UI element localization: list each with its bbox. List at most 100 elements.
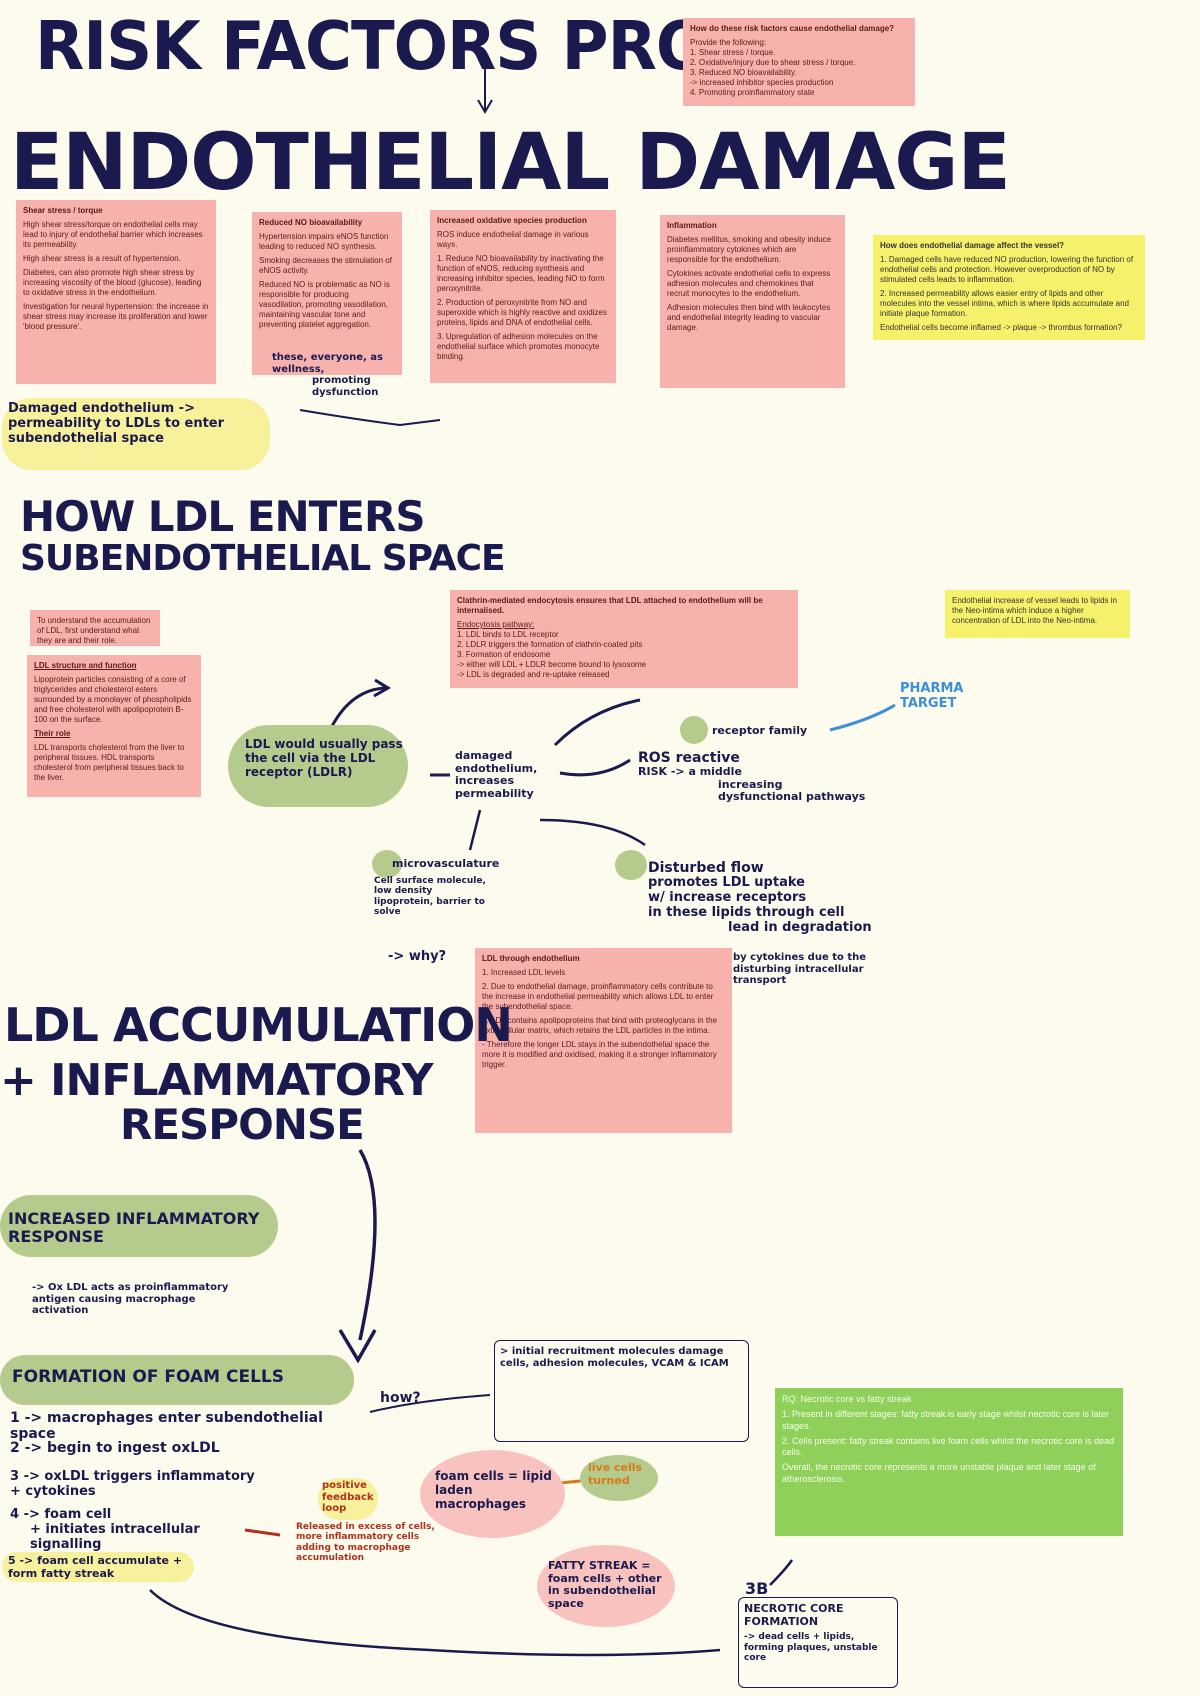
hand-oxldl: -> Ox LDL acts as proinflammatory antige… [32, 1282, 229, 1316]
note-no-bioavailability: Reduced NO bioavailability Hypertension … [252, 212, 402, 375]
note-paragraph: To understand the accumulation of LDL, f… [37, 616, 151, 645]
hand-how: how? [380, 1390, 421, 1406]
note-paragraph: Smoking decreases the stimulation of eNO… [259, 256, 392, 275]
highlight-damaged [2, 398, 270, 470]
note-paragraph: Diabetes, can also promote high shear st… [23, 268, 202, 297]
note-paragraph: Adhesion molecules then bind with leukoc… [667, 303, 831, 332]
note-endothelial-damage-effect: How does endothelial damage affect the v… [873, 235, 1145, 340]
note-risk-line: 2. Oxidative/injury due to shear stress … [690, 58, 856, 67]
section-response: RESPONSE [120, 1100, 365, 1149]
note-heading: Their role [34, 729, 71, 738]
hand-red-text: Released in excess of cells, more inflam… [296, 1522, 435, 1564]
section-subendothelial: SUBENDOTHELIAL SPACE [20, 538, 506, 579]
hand-ros-reactive: ROS reactive RISK -> a middle increasing… [638, 750, 868, 804]
hand-disturbed-cytokines: by cytokines due to the disturbing intra… [733, 952, 867, 986]
hand-step4: 4 -> foam cell + initiates intracellular… [10, 1507, 240, 1553]
note-heading: Inflammation [667, 221, 717, 230]
note-necrotic-vs-fatty: RQ: Necrotic core vs fatty streak 1. Pre… [775, 1388, 1123, 1536]
hand-rose-tag: these, everyone, as wellness, promoting … [272, 352, 422, 398]
note-paragraph: Overall, the necrotic core represents a … [782, 1462, 1096, 1484]
hand-receptor-family: receptor family [712, 724, 808, 737]
note-heading: Increased oxidative species production [437, 216, 587, 225]
note-heading: Shear stress / torque [23, 206, 103, 215]
note-heading: LDL structure and function [34, 661, 137, 670]
dot-receptor [680, 716, 708, 744]
box-initial-recruitment: > initial recruitment molecules damage c… [494, 1340, 749, 1442]
hand-text: ROS reactive [638, 750, 740, 766]
hand-step2: 2 -> begin to ingest oxLDL [10, 1440, 220, 1456]
note-risk-line: Provide the following: [690, 38, 767, 47]
section-ldl-accumulation: LDL ACCUMULATION [4, 998, 513, 1052]
note-paragraph: 2. Increased permeability allows easier … [880, 289, 1130, 318]
hand-text: w/ increase receptors [648, 890, 807, 906]
box-necrotic-core: NECROTIC CORE FORMATION -> dead cells + … [738, 1597, 898, 1688]
note-ldl-accumulation: To understand the accumulation of LDL, f… [30, 610, 160, 646]
note-paragraph: 1. Reduce NO bioavailability by inactiva… [437, 254, 605, 293]
hand-text: these, everyone, as wellness, [272, 352, 383, 375]
note-heading: LDL through endothelium [482, 954, 580, 963]
note-oxidative-species: Increased oxidative species production R… [430, 210, 616, 383]
hand-foam-cells-oval: foam cells = lipid laden macrophages [435, 1469, 552, 1511]
hand-positive-feedback: positive feedback loop [322, 1480, 374, 1514]
note-line: -> LDL is degraded and re-uptake release… [457, 670, 610, 679]
note-heading: Reduced NO bioavailability [259, 218, 363, 227]
note-line: -> either will LDL + LDLR become bound t… [457, 660, 647, 669]
note-risk-line: 4. Promoting proinflammatory state [690, 88, 815, 97]
note-risk-question: How do these risk factors cause endothel… [683, 18, 915, 106]
note-paragraph: 1. Present in different stages: fatty st… [782, 1409, 1109, 1431]
note-paragraph: - Therefore the longer LDL stays in the … [482, 1040, 717, 1069]
note-paragraph: Investigation for neural hypertension: t… [23, 302, 209, 331]
hand-ldl-receptor: LDL would usually pass the cell via the … [245, 737, 403, 779]
note-paragraph: Diabetes mellitus, smoking and obesity i… [667, 235, 832, 264]
hand-box-text: > initial recruitment molecules damage c… [500, 1346, 729, 1369]
note-heading: How does endothelial damage affect the v… [880, 241, 1065, 250]
note-shear-stress: Shear stress / torque High shear stress/… [16, 200, 216, 384]
hand-step1: 1 -> macrophages enter subendothelial sp… [10, 1410, 323, 1443]
note-paragraph: 2. Cells present: fatty streak contains … [782, 1435, 1115, 1457]
note-line: 1. Increased LDL levels [482, 968, 566, 977]
bubble-foam-cells [0, 1355, 354, 1405]
dot-disturbed-flow [615, 850, 647, 880]
note-paragraph: Reduced NO is problematic as NO is respo… [259, 280, 390, 329]
highlight-step5 [2, 1552, 194, 1582]
note-paragraph: High shear stress is a result of hyperte… [23, 254, 181, 263]
hand-disturbed-flow: Disturbed flow promotes LDL uptake w/ in… [648, 860, 888, 936]
hand-damaged-label: Damaged endothelium -> permeability to L… [8, 401, 225, 446]
note-paragraph: Endothelial increase of vessel leads to … [952, 596, 1117, 625]
note-line: 1. LDL binds to LDL receptor [457, 630, 559, 639]
note-inflammation: Inflammation Diabetes mellitus, smoking … [660, 215, 845, 388]
hand-increased-inflammatory: INCREASED INFLAMMATORY RESPONSE [8, 1209, 260, 1247]
hand-text: increasing dysfunctional pathways [718, 777, 866, 804]
hand-pharma-target: PHARMA TARGET [900, 681, 964, 711]
hand-text: Disturbed flow [648, 860, 764, 876]
note-paragraph: 3. LDL contains apolipoproteins that bin… [482, 1016, 717, 1035]
note-ldl-through-endothelium: LDL through endothelium 1. Increased LDL… [475, 948, 732, 1133]
note-heading: Clathrin-mediated endocytosis ensures th… [457, 596, 763, 615]
note-subheading: Endocytosis pathway: [457, 620, 535, 629]
hand-live-cells: live cells turned [588, 1461, 643, 1487]
oval-foam-cells [420, 1450, 565, 1538]
note-paragraph: High shear stress/torque on endothelial … [23, 220, 203, 249]
hand-step5: 5 -> foam cell accumulate + form fatty s… [8, 1554, 183, 1580]
hand-foam-cells-heading: FORMATION OF FOAM CELLS [12, 1367, 285, 1387]
note-clathrin: Clathrin-mediated endocytosis ensures th… [450, 590, 798, 688]
bubble-increased-inflammatory [0, 1195, 278, 1257]
note-paragraph: ROS induce endothelial damage in various… [437, 230, 589, 249]
hand-microvasculature: microvasculature [392, 857, 500, 870]
note-paragraph: Hypertension impairs eNOS function leadi… [259, 232, 389, 251]
note-paragraph: Lipoprotein particles consisting of a co… [34, 675, 192, 724]
hand-3b: 3B [745, 1579, 769, 1598]
note-paragraph: 1. Damaged cells have reduced NO product… [880, 255, 1134, 284]
note-risk-question-text: How do these risk factors cause endothel… [690, 24, 895, 33]
hand-text: lead in degradation [728, 919, 872, 935]
hand-microvasc-text: Cell surface molecule, low density lipop… [374, 876, 486, 918]
section-inflammatory: + INFLAMMATORY [0, 1055, 433, 1106]
hand-text: 4 -> foam cell [10, 1507, 112, 1522]
note-risk-line: 1. Shear stress / torque. [690, 48, 776, 57]
hand-fatty-streak: FATTY STREAK = foam cells + other in sub… [548, 1559, 662, 1610]
bubble-ldl-receptor [228, 725, 408, 807]
hand-necrotic-core-heading: NECROTIC CORE FORMATION [744, 1602, 844, 1628]
dot-microvasc [372, 850, 402, 878]
note-neo-intima: Endothelial increase of vessel leads to … [945, 590, 1130, 638]
note-paragraph: LDL transports cholesterol from the live… [34, 743, 185, 782]
